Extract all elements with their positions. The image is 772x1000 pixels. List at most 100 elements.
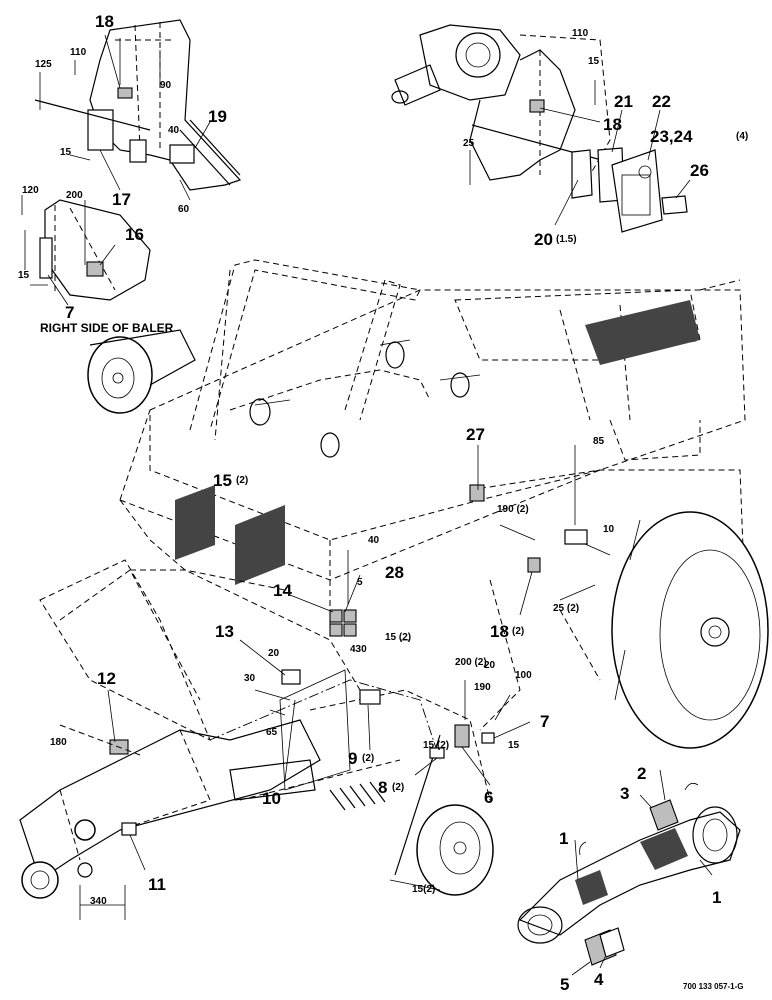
main-decals	[109, 484, 588, 836]
decal-26-shape	[469, 484, 485, 502]
callout-14: 14	[273, 581, 292, 600]
dimension-lines	[59, 445, 596, 920]
callout-12: 12	[97, 669, 116, 688]
callout-1-right: 1	[712, 888, 721, 907]
dim-40-main: 40	[368, 535, 380, 546]
callout-2: 2	[637, 764, 646, 783]
dim-20-right: 20	[484, 660, 496, 671]
inset-top-left	[34, 19, 242, 201]
qty-23-24: (4)	[736, 131, 748, 142]
pto-driveline	[517, 782, 741, 966]
callout-15-main: 15	[213, 471, 232, 490]
decal-27b-shape	[343, 623, 357, 637]
leader-lines	[47, 34, 713, 976]
dim-10: 10	[603, 524, 615, 535]
decal-3-shape	[649, 799, 679, 831]
decal-25-shape	[661, 195, 688, 215]
baler-main-body	[19, 259, 746, 899]
qty-15-main: (2)	[236, 475, 248, 486]
decal-16-shape	[86, 261, 104, 277]
dim-125: 125	[35, 59, 52, 70]
callout-6: 6	[484, 788, 493, 807]
dim-60: 60	[178, 204, 190, 215]
decal-28-shape	[564, 529, 588, 545]
callout-16: 16	[125, 225, 144, 244]
qty-20: (1.5)	[556, 234, 577, 245]
qty-8: (2)	[392, 782, 404, 793]
callout-7-inset: 7	[65, 303, 74, 322]
callout-13: 13	[215, 622, 234, 641]
dim-110-tr: 110	[572, 28, 589, 39]
dim-15-tr: 15	[588, 56, 600, 67]
decal-7-inset-shape	[39, 237, 53, 279]
qty-18-main: (2)	[512, 626, 524, 637]
decal-14b-shape	[343, 609, 357, 623]
callout-25: 26	[690, 161, 709, 180]
dim-15-2-upper: 15 (2)	[385, 632, 411, 643]
callout-20: 20	[534, 230, 553, 249]
decal-19-shape	[169, 144, 195, 164]
decal-13-shape	[281, 669, 301, 685]
dim-15-inset: 15	[18, 270, 30, 281]
dim-200-2: 200 (2)	[455, 657, 487, 668]
decal-11-shape	[121, 822, 137, 836]
dim-30: 30	[244, 673, 256, 684]
dim-190-2: 190 (2)	[497, 504, 529, 515]
dim-100: 100	[515, 670, 532, 681]
dim-120: 120	[22, 185, 39, 196]
decal-27a-shape	[329, 623, 343, 637]
callout-9: 9	[348, 749, 357, 768]
decal-22-23-24-plate	[611, 149, 663, 233]
callout-17: 17	[112, 190, 131, 209]
dim-25-tr: 25	[463, 138, 475, 149]
dim-430: 430	[350, 644, 367, 655]
wheels	[87, 329, 769, 896]
callout-10: 10	[262, 789, 281, 808]
callout-labels: 18 19 17 16 7 RIGHT SIDE OF BALER 18 21 …	[40, 12, 748, 994]
inset-mid-left	[21, 195, 151, 301]
callout-11: 11	[148, 875, 166, 894]
callout-4: 4	[594, 970, 604, 989]
callout-18-top-left: 18	[95, 12, 114, 31]
decal-20-shape	[571, 149, 593, 199]
dim-200-inset: 200	[66, 190, 83, 201]
dim-65: 65	[266, 727, 278, 738]
callout-18-main: 18	[490, 622, 509, 641]
dim-180: 180	[50, 737, 67, 748]
decal-17-shape	[87, 109, 114, 151]
side-grills	[175, 485, 285, 585]
dim-15-2-bottom: 15(2)	[412, 884, 435, 895]
callout-27: 28	[385, 563, 404, 582]
inset-top-right	[391, 24, 688, 233]
dim-110-tl: 110	[70, 47, 87, 58]
callout-26: 27	[466, 425, 485, 444]
callout-19: 19	[208, 107, 227, 126]
dim-5: 5	[357, 577, 363, 588]
right-side-caption: RIGHT SIDE OF BALER	[40, 321, 174, 335]
callout-7-main: 7	[540, 712, 549, 731]
drawing-number: 700 133 057-1-G	[683, 982, 744, 991]
dim-15-2-lower: 15 (2)	[423, 740, 449, 751]
callout-5: 5	[560, 975, 569, 994]
dim-15-tl: 15	[60, 147, 72, 158]
callout-1-left: 1	[559, 829, 568, 848]
hitch-ring	[21, 861, 59, 899]
decal-4-shape	[599, 927, 625, 958]
dimension-labels: 110 90 125 40 15 60 120 200 15 110 15 25…	[18, 28, 615, 907]
decal-18-main-shape	[527, 557, 541, 573]
decal-18-shape	[117, 87, 133, 99]
decal-17b-shape	[129, 139, 147, 163]
dim-25-2: 25 (2)	[553, 603, 579, 614]
callout-22: 22	[652, 92, 671, 111]
callout-18-top-right: 18	[603, 115, 622, 134]
callout-23-24: 23,24	[650, 127, 693, 146]
dim-85: 85	[593, 436, 605, 447]
dim-20-left: 20	[268, 648, 280, 659]
qty-9: (2)	[362, 753, 374, 764]
dim-340: 340	[90, 896, 107, 907]
dim-15-right: 15	[508, 740, 520, 751]
callout-3: 3	[620, 784, 629, 803]
callout-21: 21	[614, 92, 633, 111]
dim-190: 190	[474, 682, 491, 693]
